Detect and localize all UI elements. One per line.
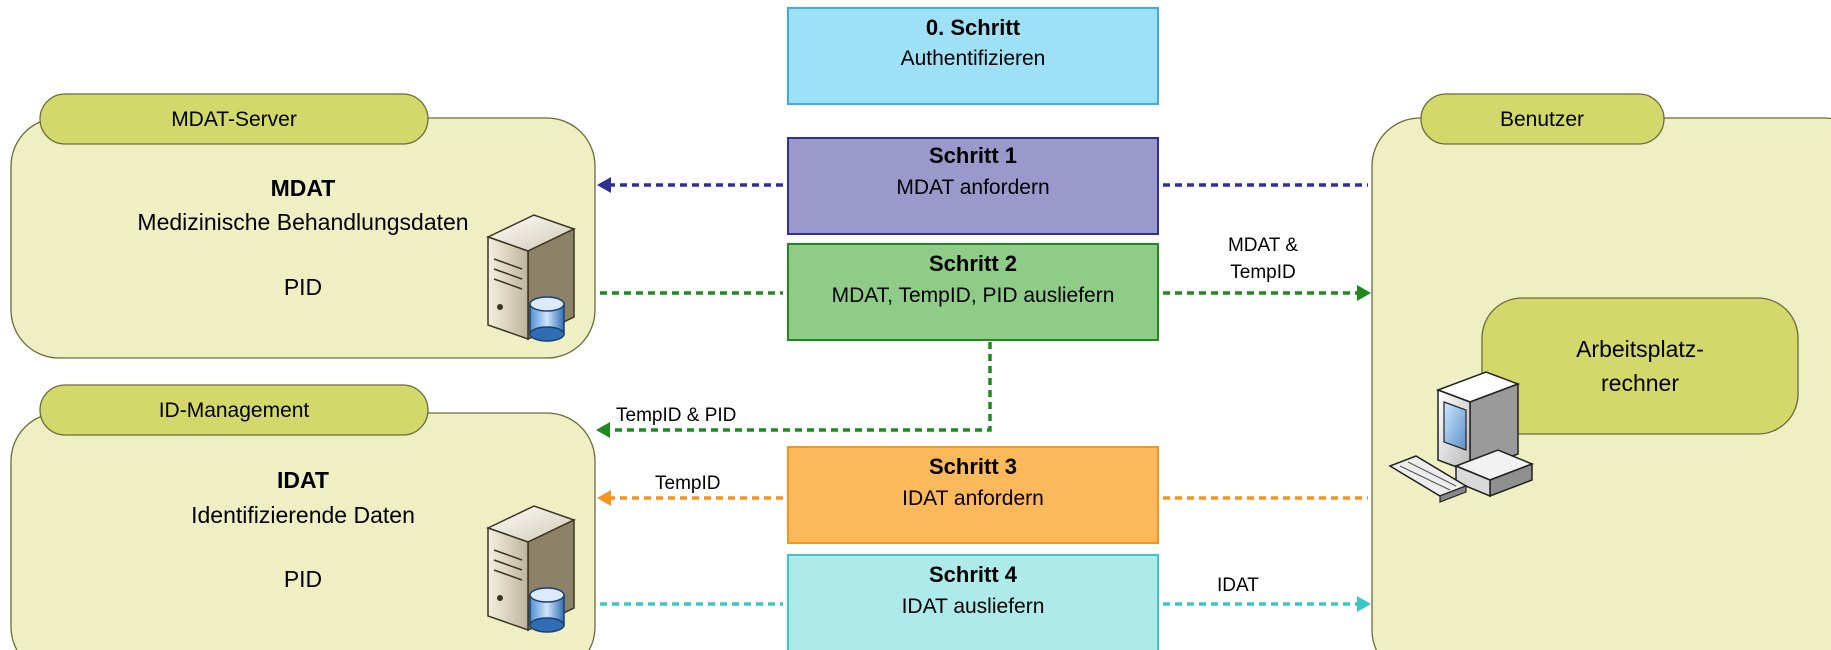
mdat-title: MDAT — [271, 175, 336, 201]
id-management-tab-label: ID-Management — [159, 399, 310, 422]
workstation-label-line2: rechner — [1601, 370, 1679, 396]
arrow-step2 — [596, 285, 1371, 438]
step-0-box: 0. Schritt Authentifizieren — [787, 7, 1159, 105]
idat-subtitle: Identifizierende Daten — [191, 502, 415, 528]
id-management-tab — [39, 384, 429, 436]
workstation-label-line1: Arbeitsplatz- — [1576, 336, 1704, 362]
arrow-step4 — [600, 596, 1371, 612]
step-2-text: MDAT, TempID, PID ausliefern — [832, 284, 1115, 307]
step-3-text: IDAT anfordern — [902, 487, 1044, 510]
benutzer-panel: Benutzer Arbeitsplatz- rechner — [1371, 93, 1831, 650]
label-tempid: TempID — [655, 473, 720, 494]
step-3-title: Schritt 3 — [929, 454, 1017, 479]
workstation-box — [1481, 297, 1799, 435]
step-1-box: Schritt 1 MDAT anfordern — [787, 137, 1159, 235]
mdat-server-tab — [39, 93, 429, 145]
step-4-box: Schritt 4 IDAT ausliefern — [787, 554, 1159, 650]
workstation-icon — [1388, 371, 1535, 503]
id-management-panel: ID-Management IDAT Identifizierende Date… — [10, 384, 596, 650]
label-idat: IDAT — [1217, 575, 1259, 596]
idat-title: IDAT — [277, 467, 329, 493]
benutzer-tab-label: Benutzer — [1500, 108, 1584, 131]
benutzer-tab — [1420, 93, 1665, 145]
arrow-step3 — [597, 490, 1368, 506]
step-4-title: Schritt 4 — [929, 562, 1018, 587]
step-3-box: Schritt 3 IDAT anfordern — [787, 446, 1159, 544]
label-mdat-tempid-line1: MDAT & — [1228, 235, 1298, 256]
mdat-subtitle: Medizinische Behandlungsdaten — [137, 209, 468, 235]
database-icon — [529, 296, 565, 342]
step-2-box: Schritt 2 MDAT, TempID, PID ausliefern — [787, 243, 1159, 341]
server-icon — [486, 214, 576, 341]
mdat-server-tab-label: MDAT-Server — [171, 108, 297, 131]
idat-pid: PID — [284, 566, 322, 592]
step-0-title: 0. Schritt — [926, 15, 1021, 40]
arrow-step1 — [597, 177, 1368, 193]
label-tempid-pid: TempID & PID — [616, 405, 736, 426]
step-4-text: IDAT ausliefern — [902, 595, 1045, 618]
mdat-server-panel: MDAT-Server MDAT Medizinische Behandlung… — [10, 93, 596, 359]
step-0-text: Authentifizieren — [901, 47, 1046, 70]
label-mdat-tempid-line2: TempID — [1230, 262, 1295, 283]
step-1-text: MDAT anfordern — [896, 176, 1049, 199]
step-1-title: Schritt 1 — [929, 143, 1017, 168]
database-icon — [529, 587, 565, 633]
mdat-pid: PID — [284, 274, 322, 300]
step-2-title: Schritt 2 — [929, 251, 1017, 276]
